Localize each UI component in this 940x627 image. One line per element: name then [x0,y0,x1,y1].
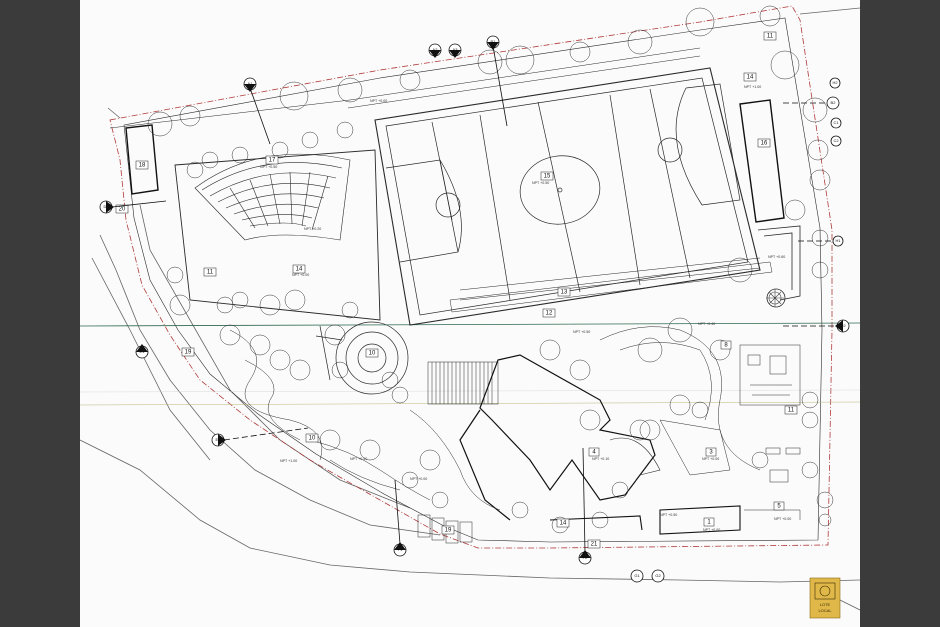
level-label: NPT +0.50 [573,330,590,334]
zone-label: 14 [747,75,754,81]
level-label: NPT +0.00 [292,273,309,277]
section-marker-label: H1 [835,238,841,243]
compass-rose [766,289,784,307]
section-marker-label: C2 [833,138,839,143]
zone-label: 10 [369,351,376,357]
site-boundary [109,5,833,549]
section-marker-label: A1 [248,81,254,86]
level-label: NPT +0.50 [350,457,367,461]
section-marker-label: F2 [583,555,588,560]
section-marker-label: B2 [831,100,837,105]
parking [417,514,473,544]
level-label: NPT +0.40 [698,322,715,326]
level-label: NPT +0.50 [260,165,277,169]
level-label: NPT +0.00 [702,457,719,461]
site-plan-drawing: 1 3 4 5 8 10 10 11 11 11 12 13 14 14 14 … [80,5,860,619]
section-axis-secondary [80,401,860,406]
level-label: NPT +0.20 [304,227,321,231]
soccer-field [374,67,761,326]
zone-label: 14 [560,521,567,527]
building-4 [459,354,656,521]
building-16 [739,99,785,223]
section-axis-horizontal [80,322,860,327]
zone-label: 16 [761,141,768,147]
plaza-14 [174,149,381,321]
section-marker-label: A3 [453,47,459,52]
section-marker-label: F1 [398,547,403,552]
zone-label: 3 [709,450,713,456]
site-plan-sheet: 1 3 4 5 8 10 10 11 11 11 12 13 14 14 14 … [80,0,860,627]
zone-labels: 1 3 4 5 8 10 10 11 11 11 12 13 14 14 14 … [115,31,798,549]
stamp-line-2: LOCAL [818,608,832,613]
section-marker-label: D2 [840,323,846,328]
guide-line [80,389,860,393]
level-label: NPT +0.10 [592,457,609,461]
zone-label: 5 [777,504,781,510]
zone-label: 11 [788,408,795,414]
zone-label: 18 [139,163,146,169]
level-label: NPT +1.00 [280,459,297,463]
level-label: NPT +0.00 [774,517,791,521]
section-marker-label: E2 [216,437,222,442]
building-4-courtyard [609,437,661,476]
section-marker-label: B1 [491,39,497,44]
section-marker-label: D1 [103,204,109,209]
zone-label: 19 [445,528,452,534]
zone-label: 11 [767,34,774,40]
level-label: NPT +1.00 [744,85,761,89]
section-marker-label: C1 [833,120,839,125]
north-path [109,47,701,129]
section-marker-label: A2 [433,47,439,52]
zone-label: 11 [207,270,214,276]
section-marker-label: G1 [634,573,640,578]
zone-label: 21 [591,542,598,548]
zone-label: 20 [119,207,126,213]
level-label: NPT +0.00 [703,528,720,532]
zone-label: 14 [296,267,303,273]
amphitheater [194,153,351,241]
zone-label: 1 [707,520,711,526]
zone-label: 19 [185,350,192,356]
section-marker-label: H2 [832,80,838,85]
garden-paths [229,257,761,511]
trees [147,5,834,534]
building-18 [125,124,159,195]
level-label: NPT +0.60 [768,255,785,259]
right-zone-walls [757,225,801,308]
level-annotations: NPT +0.00 NPT +1.00 NPT +0.50 NPT +0.20 … [260,85,791,532]
zone-label: 17 [269,158,276,164]
section-markers: A1 A2 A3 B1 B2 C1 C2 D1 D2 E1 E2 F1 F2 G… [99,35,850,583]
playground [739,344,801,520]
circular-plaza [315,321,409,395]
zone-label: 10 [309,436,316,442]
zone-label: 13 [561,290,568,296]
stamp-line-1: LOTE [820,602,831,607]
viewer-left-margin [0,0,80,627]
level-label: NPT +0.50 [660,513,677,517]
level-label: NPT +0.00 [410,477,427,481]
property-outline [80,7,860,611]
level-label: NPT +0.00 [370,99,387,103]
level-label: NPT +0.50 [532,181,549,185]
field-edge-benches [449,261,773,313]
zone-label: 12 [546,311,553,317]
viewer-right-margin [860,0,940,627]
zone-label: 15 [544,174,551,180]
section-marker-label: G2 [655,573,661,578]
zone-label: 4 [592,450,596,456]
stairs [427,361,499,405]
site-stamp: LOTE LOCAL [809,577,841,619]
section-marker-label: E1 [140,349,146,354]
building-1 [549,505,741,535]
zone-label: 8 [724,343,728,349]
